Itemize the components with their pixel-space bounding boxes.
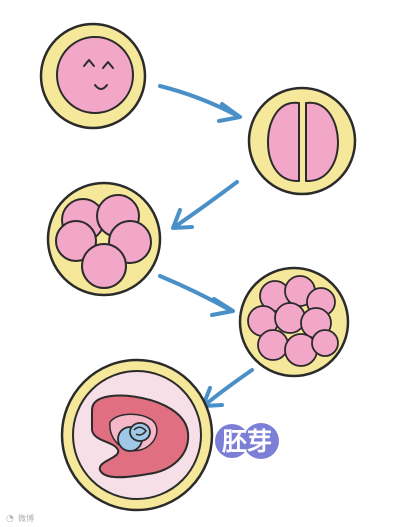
arrow-2 xyxy=(171,180,239,230)
two-cell-right xyxy=(305,101,339,183)
embryo-bud xyxy=(129,422,151,442)
watermark-text: 微博 xyxy=(18,513,34,523)
stage-four-cell xyxy=(46,181,162,297)
label-bubble-left xyxy=(215,424,249,458)
stage-blastocyst xyxy=(60,358,214,512)
stage-morula xyxy=(238,266,350,378)
stage-two-cell xyxy=(247,86,357,196)
zygote-eye-left xyxy=(83,59,95,67)
zygote-smile xyxy=(94,84,108,90)
four-cell-left xyxy=(55,220,97,262)
two-cell-zona xyxy=(247,86,357,196)
label-text: 胚芽 xyxy=(221,427,272,456)
embryo-bud-detail xyxy=(133,426,147,436)
morula-cell xyxy=(257,329,289,361)
stage-zygote xyxy=(39,22,147,130)
watermark-icon: ◔ xyxy=(6,514,14,524)
zygote-eye-right xyxy=(102,61,114,69)
two-cell-left xyxy=(267,101,300,183)
four-cell-bottom xyxy=(81,243,127,289)
watermark: ◔ 微博 xyxy=(6,513,34,524)
label-bubble-right xyxy=(243,423,279,459)
morula-cell xyxy=(311,329,339,357)
arrow-4 xyxy=(201,368,254,408)
morula-cell xyxy=(274,302,306,334)
arrow-1 xyxy=(158,84,242,123)
arrow-3 xyxy=(158,274,235,317)
zygote-cell xyxy=(56,36,134,114)
embryo-bud-label: 胚芽 xyxy=(215,423,279,459)
